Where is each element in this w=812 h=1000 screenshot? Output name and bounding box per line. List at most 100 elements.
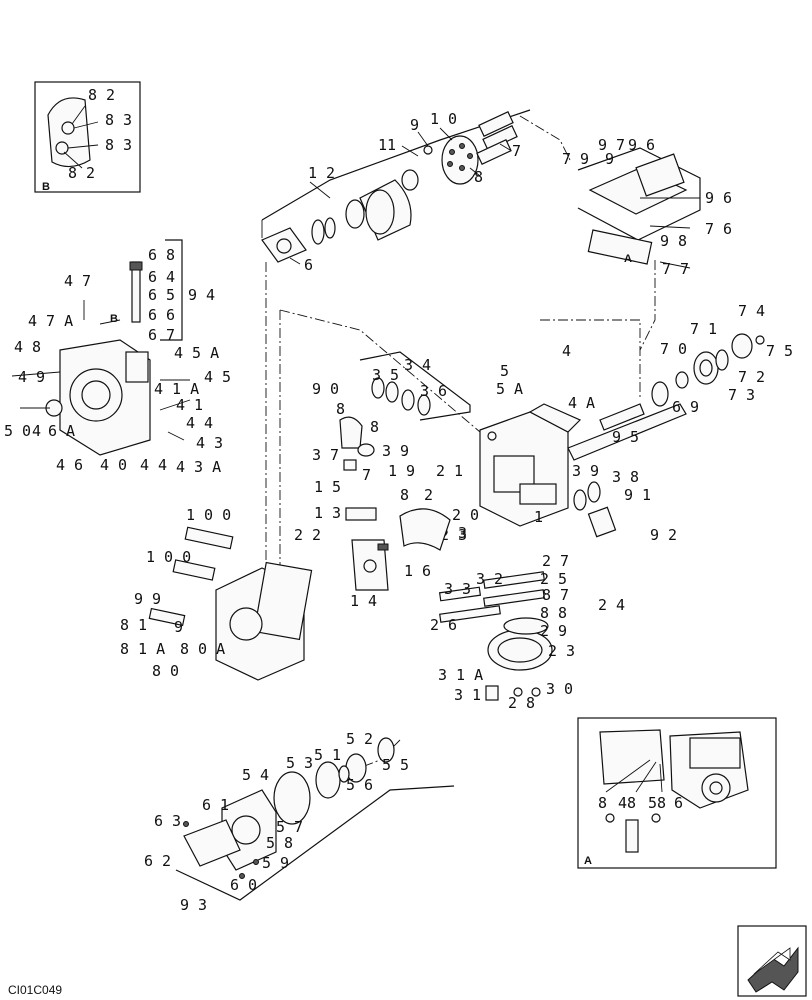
callout-5a: 5 A (496, 380, 523, 398)
callout-6a: 6 A (48, 422, 75, 440)
panel-b-title: B (42, 181, 50, 193)
callout-76: 7 6 (705, 220, 732, 238)
callout-31: 3 1 (454, 686, 481, 704)
callout-92: 9 2 (650, 526, 677, 544)
callout-9: 9 (410, 116, 419, 134)
callout-43a: 4 3 A (176, 458, 221, 476)
callout-5: 5 (500, 362, 509, 380)
callout-95: 9 5 (612, 428, 639, 446)
callout-30: 3 0 (546, 680, 573, 698)
callout-71: 7 1 (690, 320, 717, 338)
callout-56: 5 6 (346, 776, 373, 794)
callout-8: 8 (474, 168, 483, 186)
callout-35: 3 5 (372, 366, 399, 384)
callout-8-mid: 8 (400, 486, 409, 504)
callout-48: 4 8 (14, 338, 41, 356)
callout-11: 11 (378, 136, 396, 154)
callout-65: 6 5 (148, 286, 175, 304)
callout-32: 3 2 (476, 570, 503, 588)
callout-10: 1 0 (430, 110, 457, 128)
callout-77: 7 7 (662, 260, 689, 278)
callout-83-bottom: 8 3 (105, 136, 132, 154)
callout-20: 2 0 (452, 506, 479, 524)
callout-4: 4 (562, 342, 571, 360)
callout-9-b: 9 (605, 150, 614, 168)
callout-52: 5 2 (346, 730, 373, 748)
callout-64: 6 4 (148, 268, 175, 286)
callout-93: 9 3 (180, 896, 207, 914)
callout-66: 6 6 (148, 306, 175, 324)
callout-25: 2 5 (540, 570, 567, 588)
callout-82-bottom: 8 2 (68, 164, 95, 182)
callout-8-detail-a: 8 (598, 794, 607, 812)
callout-27: 2 7 (542, 552, 569, 570)
callout-34: 3 4 (404, 356, 431, 374)
callout-96-top: 9 6 (628, 136, 655, 154)
view-direction-icon (737, 925, 807, 997)
pto-cover-assembly: 5 2 5 1 5 3 5 4 5 5 5 6 5 7 5 8 5 9 6 1 … (144, 730, 455, 914)
callout-33: 3 3 (444, 580, 471, 598)
callout-37: 3 7 (312, 446, 339, 464)
callout-7: 7 (512, 142, 521, 160)
callout-83-top: 8 3 (105, 111, 132, 129)
callout-82-top: 8 2 (88, 86, 115, 104)
callout-36: 3 6 (420, 382, 447, 400)
pump-casing-assembly: 5 5 A 4 4 A 1 3 4 3 5 3 6 9 0 8 3 7 3 8 … (265, 262, 641, 610)
drawing-code: CI01C049 (8, 983, 62, 997)
callout-81: 8 1 (120, 616, 147, 634)
callout-88: 8 8 (540, 604, 567, 622)
callout-44: 4 4 (140, 456, 167, 474)
rear-cover-assembly: 4 7 4 7 A B 4 8 4 9 5 0 4 6 A 4 6 4 0 4 … (4, 239, 231, 476)
callout-69: 6 9 (672, 398, 699, 416)
callout-43: 4 3 (196, 434, 223, 452)
valve-block-assembly: 1 0 0 1 0 0 9 9 8 1 9 8 0 A 8 1 A 8 0 (120, 506, 313, 681)
callout-39-right: 3 9 (572, 462, 599, 480)
callout-44-right: 4 4 (186, 414, 213, 432)
callout-81a: 8 1 A (120, 640, 165, 658)
callout-1: 1 (534, 508, 543, 526)
regulator-assembly: A 9 7 9 6 7 9 9 9 6 9 8 7 6 7 7 (562, 136, 732, 351)
callout-26: 2 6 (430, 616, 457, 634)
callout-4a: 4 A (568, 394, 595, 412)
callout-2: 2 (424, 486, 433, 504)
callout-99: 9 9 (134, 590, 161, 608)
callout-28: 2 8 (508, 694, 535, 712)
callout-9-lower: 9 (174, 618, 183, 636)
callout-51: 5 1 (314, 746, 341, 764)
detail-a-reference: A (624, 253, 632, 265)
callout-91: 9 1 (624, 486, 651, 504)
callout-96: 9 6 (705, 189, 732, 207)
callout-16: 1 6 (404, 562, 431, 580)
callout-79-a: 7 9 (562, 150, 589, 168)
callout-75: 7 5 (766, 342, 793, 360)
callout-23: 2 3 (548, 642, 575, 660)
callout-68: 6 8 (148, 246, 175, 264)
callout-6-detail-a: 6 (674, 794, 683, 812)
callout-80a: 8 0 A (180, 640, 225, 658)
callout-67: 6 7 (148, 326, 175, 344)
detail-a-panel: 8 48 58 6 A (577, 717, 777, 869)
callout-15: 1 5 (314, 478, 341, 496)
callout-58-detail-a: 58 (648, 794, 666, 812)
callout-47a: 4 7 A (28, 312, 73, 330)
callout-29: 2 9 (540, 622, 567, 640)
drive-shaft-assembly: 9 5 7 0 6 9 7 1 7 3 7 4 7 2 7 5 3 9 3 8 … (567, 302, 793, 544)
callout-49: 4 9 (18, 368, 45, 386)
callout-100-top: 1 0 0 (186, 506, 231, 524)
callout-19: 1 9 (388, 462, 415, 480)
callout-54: 5 4 (242, 766, 269, 784)
callout-45: 4 5 (204, 368, 231, 386)
callout-89: 8 (336, 400, 345, 418)
callout-4-left: 4 (32, 422, 41, 440)
callout-72: 7 2 (738, 368, 765, 386)
callout-59: 5 9 (262, 854, 289, 872)
callout-41: 4 1 (176, 396, 203, 414)
callout-63: 6 3 (154, 812, 181, 830)
callout-21: 2 1 (436, 462, 463, 480)
callout-13: 1 3 (314, 504, 341, 522)
callout-45a: 4 5 A (174, 344, 219, 362)
callout-3: 3 (458, 524, 467, 542)
callout-53: 5 3 (286, 754, 313, 772)
callout-40: 4 0 (100, 456, 127, 474)
